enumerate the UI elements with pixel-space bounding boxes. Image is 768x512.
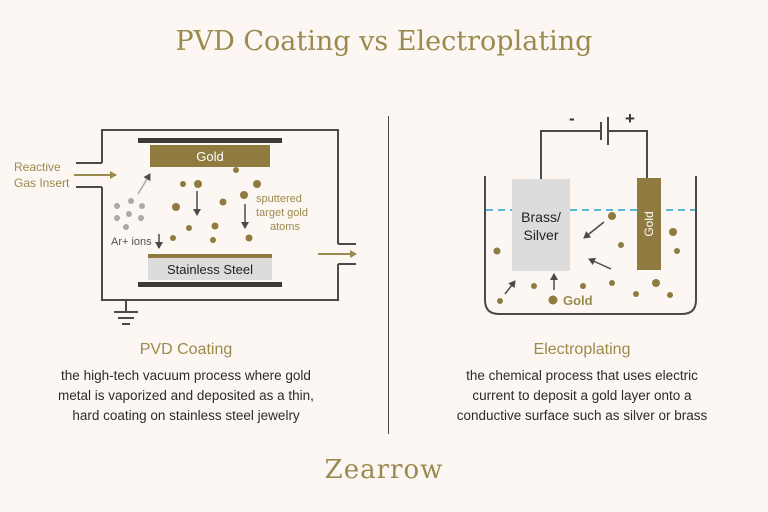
gold-ion-particles — [493, 212, 680, 305]
pvd-chamber — [76, 129, 356, 301]
page-title: PVD Coating vs Electroplating — [175, 26, 593, 57]
gold-atom-particles — [170, 167, 261, 243]
section-divider — [388, 116, 389, 434]
ion-arrow — [137, 173, 151, 195]
electrolyte-tank — [484, 176, 697, 315]
electroplating-heading: Electroplating — [533, 341, 631, 358]
gold-coating-layer — [148, 254, 272, 258]
pvd-heading: PVD Coating — [139, 341, 233, 358]
sputtered-atoms-label: atoms — [270, 221, 300, 233]
power-circuit — [540, 117, 648, 180]
ar-ions-label: Ar+ ions — [111, 236, 152, 248]
electroplating-description: the chemical process that uses electric … — [456, 368, 708, 423]
positive-terminal-label: + — [625, 109, 635, 128]
gas-insert-label: Gas Insert — [14, 176, 70, 190]
cathode-label: Silver — [523, 227, 558, 243]
pvd-description: the high-tech vacuum process where gold … — [58, 368, 314, 423]
substrate-holder-plate — [138, 282, 282, 287]
brass-silver-cathode — [512, 179, 570, 271]
stainless-steel-label: Stainless Steel — [167, 262, 253, 277]
negative-terminal-label: - — [569, 109, 575, 128]
gold-target-label: Gold — [196, 149, 223, 164]
gold-target — [150, 145, 270, 167]
stainless-steel-substrate — [148, 258, 272, 280]
cathode-label: Brass/ — [521, 209, 561, 225]
gold-particles-label: Gold — [563, 293, 593, 308]
brand-logo: Zearrow — [324, 455, 444, 485]
ground-symbol — [114, 300, 138, 325]
target-backing-plate — [138, 138, 282, 143]
argon-ion-particles — [114, 198, 145, 230]
gold-anode-label: Gold — [642, 211, 656, 236]
deposition-arrows — [155, 191, 249, 249]
gold-anode — [637, 178, 661, 270]
ion-migration-arrows — [504, 221, 612, 295]
gas-insert-label: Reactive — [14, 160, 61, 174]
sputtered-atoms-label: sputtered — [256, 193, 302, 205]
sputtered-atoms-label: target gold — [256, 207, 308, 219]
